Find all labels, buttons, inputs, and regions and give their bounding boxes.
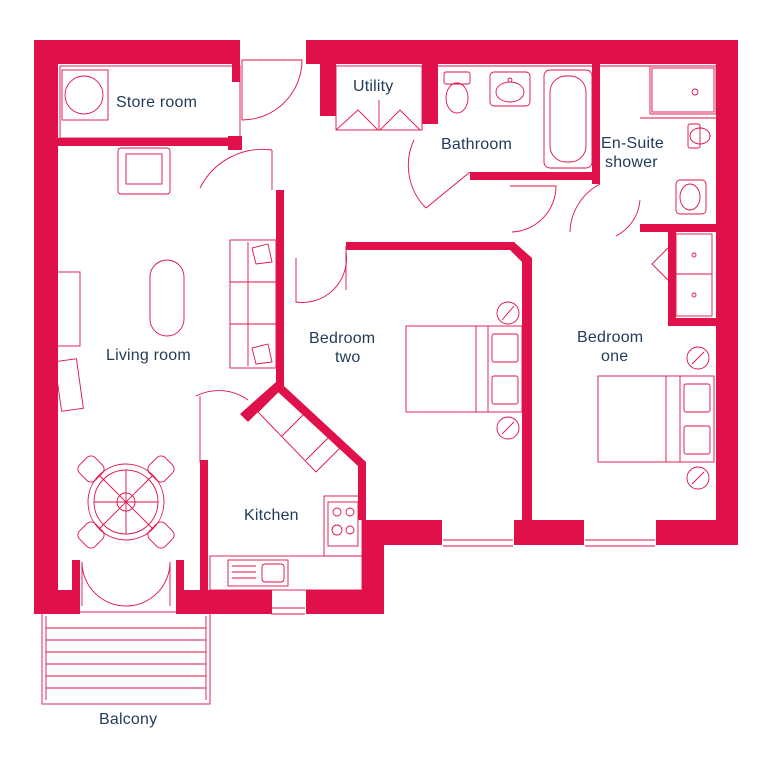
ensuite-label-line2: shower [605, 154, 658, 171]
ensuite-sink-icon [675, 179, 707, 215]
dining-table-icon [77, 455, 175, 549]
store-room-label: Store room [116, 94, 197, 111]
walls [34, 40, 738, 614]
sofa-icon [229, 239, 277, 369]
lamp-icon [686, 346, 710, 490]
bedroom-two-label-line2: two [335, 349, 361, 366]
bed-icon [597, 375, 715, 463]
armchair-icon [117, 147, 171, 195]
hob-icon [327, 501, 359, 547]
bedroom-two-label-line1: Bedroom [309, 330, 375, 347]
balcony-label: Balcony [99, 711, 157, 728]
bathtub-icon [543, 69, 593, 169]
bathroom-sink-icon [489, 71, 531, 107]
toilet-icon [443, 71, 471, 114]
door-swings [81, 59, 641, 607]
living-room-label: Living room [106, 347, 191, 364]
wardrobe-icon [651, 233, 713, 317]
store-room-drum-icon [61, 69, 109, 121]
ensuite-toilet-icon [687, 123, 711, 149]
lamp-icon [496, 301, 520, 440]
tv-unit-icon [54, 271, 84, 412]
ensuite-label-line1: En-Suite [601, 135, 664, 152]
kitchen-sink-icon [227, 559, 289, 587]
kitchen-label: Kitchen [244, 507, 299, 524]
bed-icon [405, 325, 523, 413]
utility-label: Utility [353, 78, 394, 95]
coffee-table-icon [149, 259, 185, 337]
shower-tray-icon [651, 67, 715, 113]
bedroom-one-label-line2: one [601, 348, 628, 365]
balcony-deck [41, 611, 211, 705]
bedroom-one-label-line1: Bedroom [577, 329, 643, 346]
bathroom-label: Bathroom [441, 136, 512, 153]
